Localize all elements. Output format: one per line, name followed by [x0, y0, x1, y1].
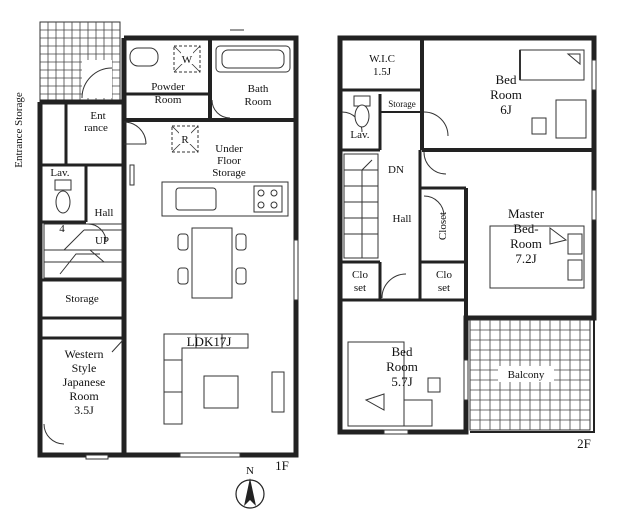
first-floor-label: 1F: [275, 458, 289, 473]
bathtub: [215, 45, 291, 73]
bed-57j-furniture: [347, 341, 441, 427]
storage-label: Storage: [65, 293, 99, 305]
entrance-label-line2: rance: [84, 122, 108, 134]
washer-label: W: [182, 54, 193, 66]
second-floor-stair: [343, 153, 379, 259]
entrance-label-line1: Ent: [90, 110, 105, 122]
north-arrow-icon: [244, 478, 256, 506]
second-floor-doors: [341, 111, 449, 299]
stair-number-label: 4: [59, 223, 65, 235]
entrance-storage-label: Entrance Storage: [13, 92, 25, 168]
second-floor-windows: [383, 59, 597, 435]
kitchen-counter: [161, 181, 289, 217]
second-floor-storage-label: Storage: [388, 99, 416, 109]
bed-6j-furniture: [519, 49, 587, 139]
sofa: [163, 333, 285, 425]
balcony-label: Balcony: [508, 369, 545, 381]
closet-label: Closet: [437, 212, 449, 240]
second-floor-lav-label: Lav.: [350, 129, 369, 141]
compass: N: [235, 465, 265, 509]
second-floor-toilet: [353, 95, 371, 128]
first-floor-stair: [43, 223, 123, 279]
washer-space: W: [173, 45, 201, 73]
fridge-label: R: [181, 134, 189, 146]
first-floor-doors: [43, 99, 231, 445]
balcony-grid: [469, 319, 591, 431]
first-floor-hall-label: Hall: [95, 207, 114, 219]
first-floor-partitions: [42, 40, 296, 455]
ldk-label: LDK17J: [187, 334, 232, 349]
dining-table: [177, 227, 247, 299]
fridge-space: R: [171, 125, 199, 153]
second-floor-hall-label: Hall: [393, 213, 412, 225]
stair-up-label: UP: [95, 235, 109, 247]
first-floor-toilet: [54, 179, 72, 214]
first-floor: W R: [13, 21, 299, 473]
stair-down-label: DN: [388, 164, 404, 176]
first-floor-lav-label: Lav.: [50, 167, 69, 179]
first-floor-windows: [85, 29, 299, 460]
powder-room-sink: [129, 47, 159, 67]
second-floor-partitions: [342, 40, 592, 318]
entrance-porch-grid: [39, 21, 121, 103]
master-bed-furniture: [489, 225, 585, 289]
compass-north-label: N: [246, 465, 254, 477]
second-floor-label: 2F: [577, 436, 591, 451]
